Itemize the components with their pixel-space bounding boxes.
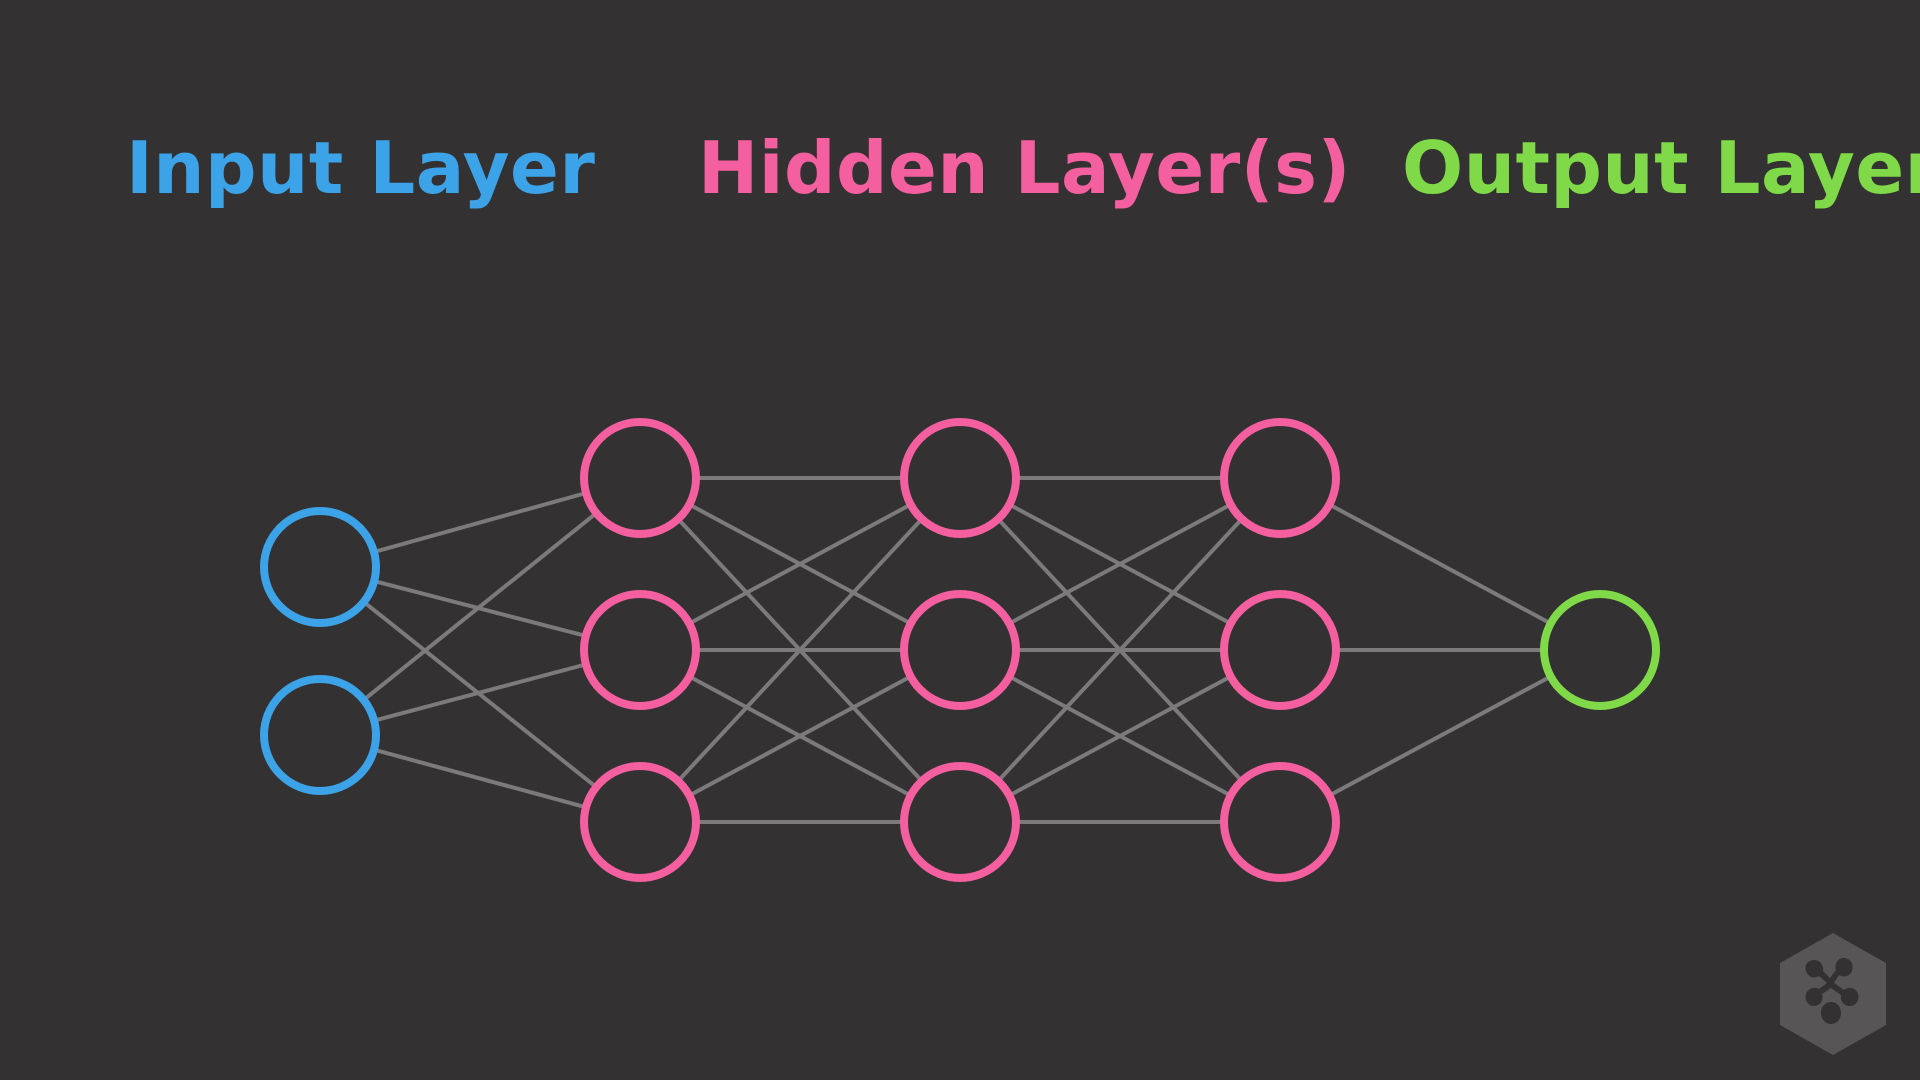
connection-edge (1327, 502, 1553, 626)
connection-edge (687, 502, 913, 626)
node-h1_1 (580, 418, 700, 538)
neuron-glyph-icon (1805, 957, 1859, 1024)
node-h3_3 (1220, 762, 1340, 882)
node-h1_2 (580, 590, 700, 710)
connection-edge (1327, 674, 1553, 798)
node-h2_1 (900, 418, 1020, 538)
node-i1 (260, 507, 380, 627)
treehouse-logo-watermark (1780, 933, 1886, 1055)
node-i2 (260, 675, 380, 795)
nodes-group (260, 418, 1660, 882)
node-h1_3 (580, 762, 700, 882)
connection-edge (361, 511, 599, 702)
connection-edge (996, 517, 1244, 783)
node-h2_3 (900, 762, 1020, 882)
connection-edge (1007, 674, 1233, 798)
edges-group (361, 476, 1553, 824)
connection-edge (1007, 502, 1233, 626)
node-o1 (1540, 590, 1660, 710)
hidden-layer-label: Hidden Layer(s) (698, 126, 1351, 210)
connection-edge (676, 517, 924, 783)
input-layer-label: Input Layer (126, 126, 596, 210)
connection-edge (687, 674, 913, 798)
connection-edge (372, 662, 588, 723)
hexagon-icon (1780, 933, 1886, 1055)
node-h3_2 (1220, 590, 1340, 710)
connection-edge (372, 747, 588, 810)
output-layer-label: Output Layer (1402, 126, 1920, 210)
node-h3_1 (1220, 418, 1340, 538)
node-h2_2 (900, 590, 1020, 710)
connection-edge (371, 491, 589, 554)
